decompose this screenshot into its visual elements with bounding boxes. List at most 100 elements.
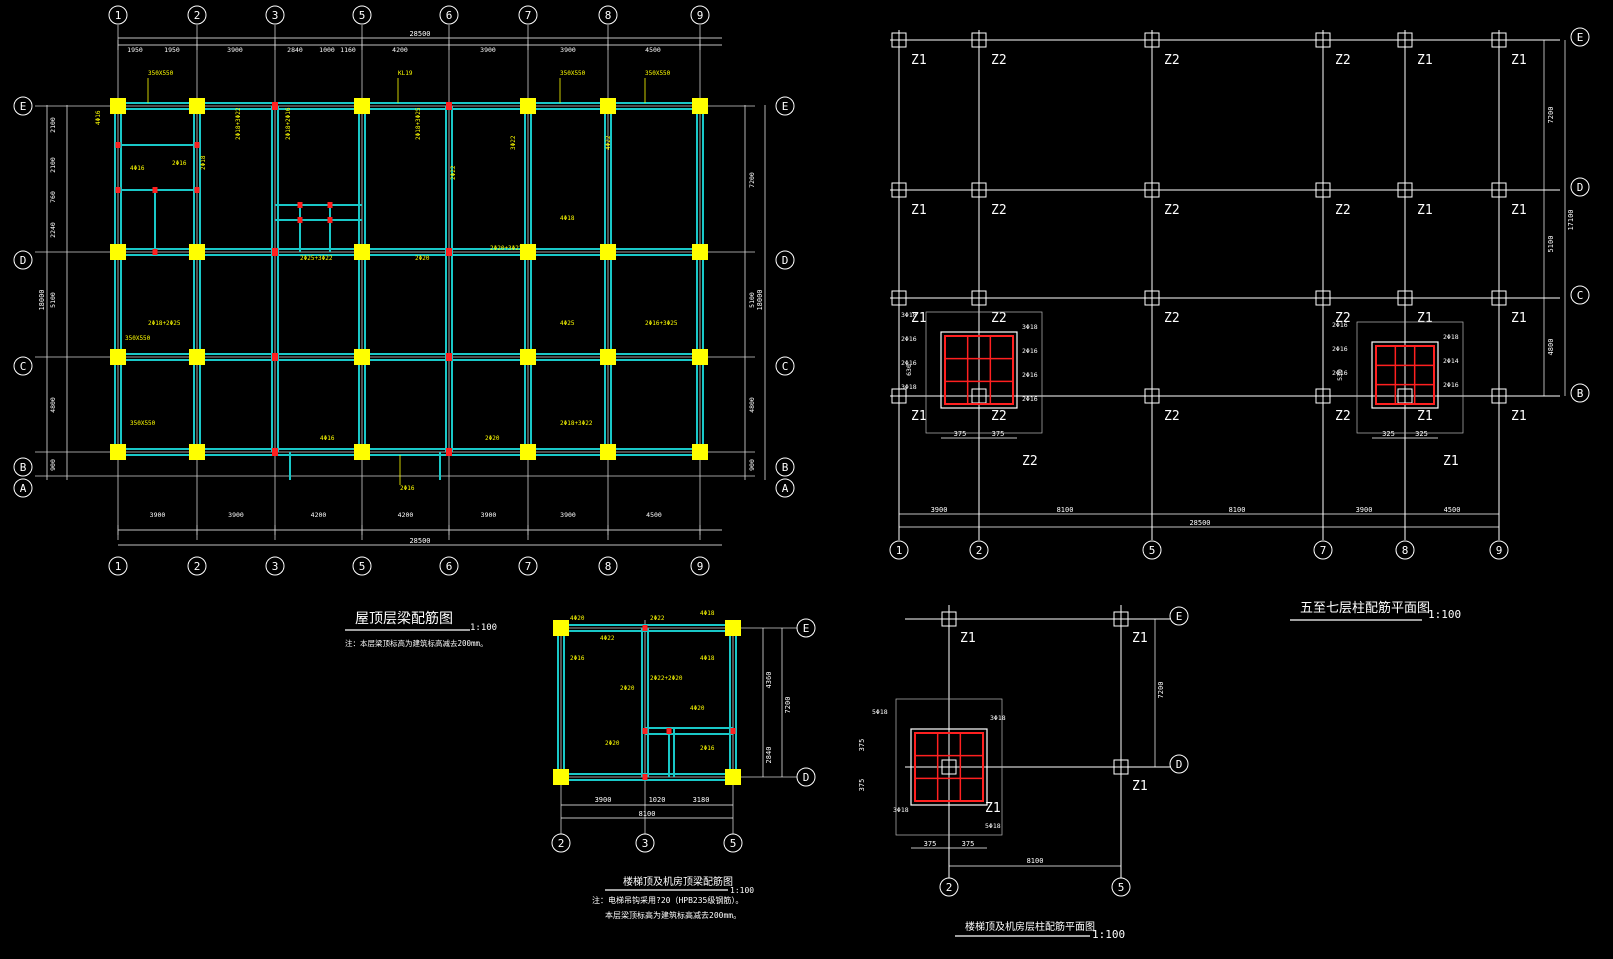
plan1-beam-joint [446,448,452,456]
plan2-bottom-dim: 3900 [1356,506,1373,514]
plan1-axis-bubble-bottom: 1 [108,556,128,576]
plan4-detail-concrete [910,728,988,806]
plan1-top-dim: 3900 [480,46,496,54]
plan1-beam-joint [446,248,452,256]
plan3-total-dim: 8100 [639,810,656,818]
plan1-row-bubble-left-circle [13,96,33,116]
plan1-top-dim: 4200 [392,46,408,54]
plan1-rebar-annotation: 2Φ20 [485,435,500,442]
plan1-axis-bubble-top-label: 7 [525,9,532,22]
plan1-title: 屋顶层梁配筋图 [355,610,453,627]
plan1-right-dim: 7200 [748,172,756,188]
plan2-column-mark: Z1 [911,53,927,68]
plan1-axis-bubble-top-label: 6 [446,9,453,22]
plan1-beam-joint [272,248,278,256]
plan4-bottom-dim: 8100 [1027,857,1044,865]
plan2-column-mark: Z2 [991,53,1007,68]
plan1-axis-bubble-bottom-label: 6 [446,560,453,573]
plan2-column [1144,182,1160,198]
plan1-beam-joint [115,187,121,193]
plan1-top-dim: 2840 [287,46,303,54]
plan1-row-bubble-right-circle [775,356,795,376]
plan1-column [520,244,536,260]
plan2-column-mark: Z1 [1417,311,1433,326]
plan1-top-dim: 3900 [227,46,243,54]
plan1-row-bubble-left-circle [13,250,33,270]
plan4-column [1113,611,1129,627]
plan1-column [692,98,708,114]
plan2-column-mark: Z2 [1164,203,1180,218]
plan1-axis-bubble-bottom: 6 [439,556,459,576]
plan1-rebar-annotation: 350X550 [125,335,151,342]
plan1-row-bubble-right: C [775,356,795,376]
plan1-rebar-annotation: 4Φ22 [605,135,612,150]
plan3-row-bubble-circle [796,618,816,638]
plan1-axis-bubble-top-label: 1 [115,9,122,22]
plan1-axis-bubble-bottom: 5 [352,556,372,576]
plan1-rebar-annotation: 2Φ16 [400,485,415,492]
plan4-axis-bubble-circle [939,877,959,897]
plan2-detail-z1-bar-label: 2Φ16 [1332,321,1348,329]
plan1-beam-joint [446,102,452,110]
plan1-axis-bubble-bottom-circle [187,556,207,576]
plan4-row-bubble: E [1169,606,1189,626]
plan4-axis-bubble-circle [1111,877,1131,897]
plan2-column [1397,182,1413,198]
plan2-column [891,32,907,48]
plan2-detail-z1-bar-label: 2Φ16 [1332,345,1348,353]
plan1-rebar-annotation: 350X550 [148,70,174,77]
plan1-rebar-annotation: 4Φ25 [560,320,575,327]
plan3-rebar-annotation: 4Φ20 [570,615,585,622]
plan1-rebar-annotation: 4Φ16 [320,435,335,442]
plan1-row-bubble-left: B [13,457,33,477]
plan4-detail-mark: Z1 [985,801,1001,816]
plan3-title: 楼梯顶及机房顶梁配筋图 [623,875,733,888]
plan1-column [110,349,126,365]
plan1-axis-bubble-top: 5 [352,5,372,25]
plan2-row-bubble-label: D [1577,181,1584,194]
plan2-column-mark: Z1 [1417,409,1433,424]
plan2-column [1315,290,1331,306]
plan4-axis-bubble-label: 2 [946,881,953,894]
plan2-axis-bubble-circle [1489,540,1509,560]
plan1-left-dim: 2100 [49,117,57,133]
plan1-left-dim: 760 [49,191,57,203]
plan1-axis-bubble-top-circle [187,5,207,25]
plan1-column [189,244,205,260]
plan2-column [891,388,907,404]
plan4-detail-bar-label: 5Φ18 [985,822,1001,830]
plan2-detail-z2-bar-label: 2Φ16 [1022,395,1038,403]
plan2-detail-z1-bar-label: 2Φ16 [1443,381,1459,389]
plan1-axis-bubble-bottom: 9 [690,556,710,576]
plan1-column [520,98,536,114]
plan1-note: 注：本层梁顶标高为建筑标高减去200mm。 [345,638,488,648]
plan2-row-bubble-circle [1570,383,1590,403]
plan1-axis-bubble-bottom-circle [518,556,538,576]
plan3-rebar-annotation: 4Φ18 [700,610,715,617]
plan1-axis-bubble-top-label: 3 [272,9,279,22]
stair-roof-beam-plan: 4Φ204Φ222Φ224Φ182Φ162Φ204Φ182Φ22+2Φ202Φ2… [551,610,816,920]
plan1-axis-bubble-top-circle [690,5,710,25]
plan2-column [1397,32,1413,48]
plan2-axis-bubble-circle [1142,540,1162,560]
plan3-axis-bubble-label: 2 [558,837,565,850]
plan1-column [110,244,126,260]
plan2-detail-z1-concrete [1371,341,1439,409]
plan1-row-bubble-right-label: D [782,254,789,267]
plan1-axis-bubble-bottom-circle [690,556,710,576]
plan3-beam-joint [642,728,648,734]
plan2-column [1144,290,1160,306]
plan1-axis-bubble-top-label: 5 [359,9,366,22]
plan1-beam-joint [446,353,452,361]
plan2-detail-z2-concrete [940,331,1018,409]
plan3-right-total: 7200 [784,697,792,714]
plan3-rebar-annotation: 4Φ20 [690,705,705,712]
plan2-axis-bubble: 8 [1395,540,1415,560]
plan1-bottom-dim: 4200 [311,511,327,519]
plan1-left-total: 18000 [38,289,46,310]
plan2-column [1491,182,1507,198]
